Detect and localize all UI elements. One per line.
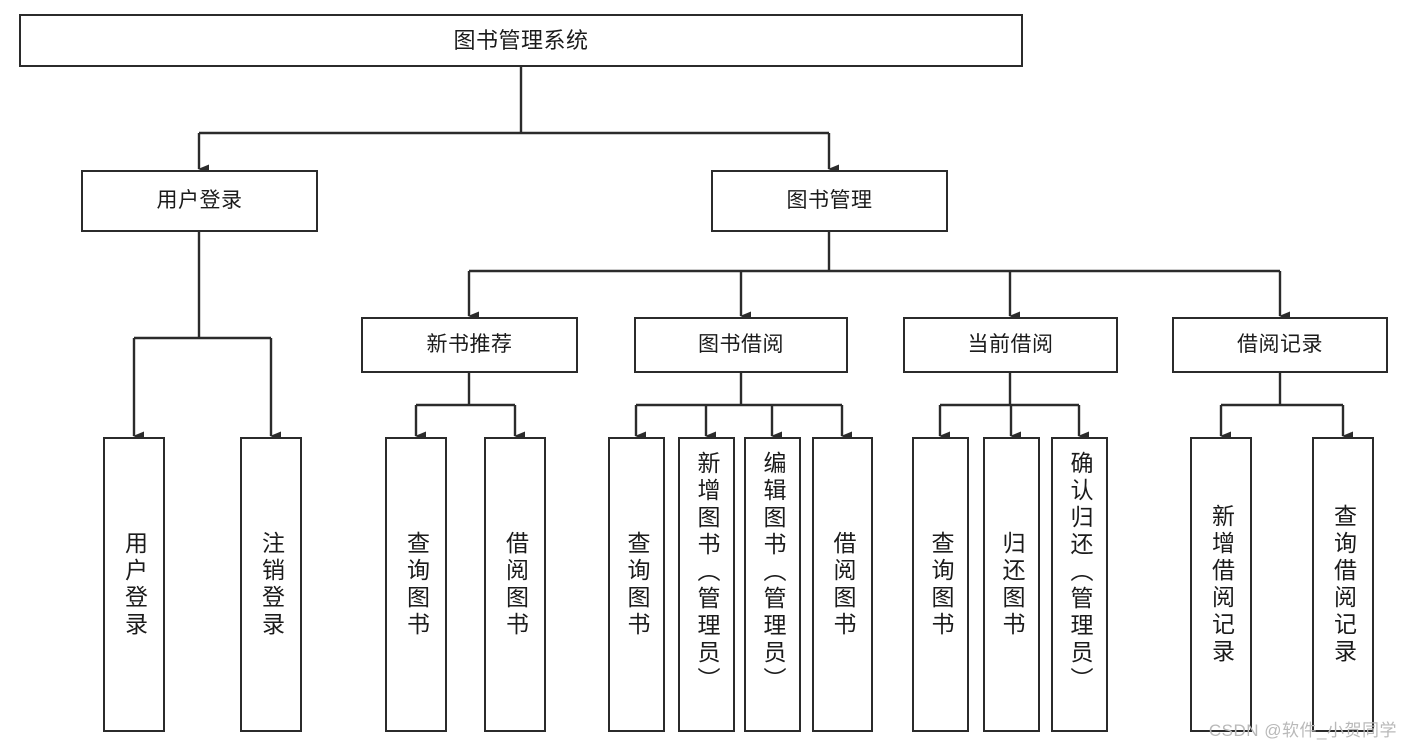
node-new-book-recommend: 新书推荐 [361, 317, 578, 373]
node-leaf-borrow-book-recommend: 借阅图书 [484, 437, 546, 732]
node-label-new-book-recommend: 新书推荐 [426, 332, 513, 356]
node-label-leaf-query-book-borrow: 查询图书 [624, 530, 650, 639]
node-label-root: 图书管理系统 [453, 27, 589, 53]
node-label-leaf-user-login: 用户登录 [121, 530, 148, 639]
node-borrow-record: 借阅记录 [1172, 317, 1388, 373]
node-leaf-user-login: 用户登录 [103, 437, 165, 732]
node-leaf-query-book-recommend: 查询图书 [385, 437, 447, 732]
node-leaf-logout-login: 注销登录 [240, 437, 302, 732]
node-label-book-manage: 图书管理 [786, 188, 873, 212]
node-label-leaf-borrow-book-recommend: 借阅图书 [502, 530, 529, 639]
node-label-user-login: 用户登录 [156, 188, 243, 212]
node-leaf-query-borrow-record: 查询借阅记录 [1312, 437, 1374, 732]
node-label-leaf-query-book-recommend: 查询图书 [403, 530, 430, 639]
node-label-leaf-query-borrow-record: 查询借阅记录 [1330, 503, 1357, 666]
node-label-leaf-return-book: 归还图书 [999, 530, 1025, 639]
node-label-leaf-add-borrow-record: 新增借阅记录 [1208, 503, 1235, 666]
node-leaf-add-borrow-record: 新增借阅记录 [1190, 437, 1252, 732]
node-leaf-query-book-borrow: 查询图书 [608, 437, 665, 732]
node-root: 图书管理系统 [19, 14, 1023, 67]
node-book-manage: 图书管理 [711, 170, 948, 232]
node-leaf-return-book: 归还图书 [983, 437, 1040, 732]
node-user-login: 用户登录 [81, 170, 318, 232]
watermark-label: CSDN @软件_小贺同学 [1208, 721, 1397, 740]
node-label-leaf-borrow-book-borrow: 借阅图书 [830, 530, 856, 639]
node-leaf-confirm-return-admin: 确认归还（管理员） [1051, 437, 1108, 732]
node-label-leaf-query-book-current: 查询图书 [928, 530, 954, 639]
node-leaf-borrow-book-borrow: 借阅图书 [812, 437, 873, 732]
node-leaf-query-book-current: 查询图书 [912, 437, 969, 732]
node-label-borrow-record: 借阅记录 [1237, 332, 1323, 356]
node-label-leaf-edit-book-admin: 编辑图书（管理员） [760, 451, 786, 694]
node-current-borrow: 当前借阅 [903, 317, 1118, 373]
node-label-current-borrow: 当前借阅 [967, 332, 1054, 356]
node-label-leaf-logout-login: 注销登录 [258, 530, 285, 639]
node-label-book-borrow: 图书借阅 [698, 332, 784, 356]
node-leaf-edit-book-admin: 编辑图书（管理员） [744, 437, 801, 732]
node-leaf-add-book-admin: 新增图书（管理员） [678, 437, 735, 732]
tree-connectors [132, 67, 1353, 441]
node-book-borrow: 图书借阅 [634, 317, 848, 373]
node-label-leaf-confirm-return-admin: 确认归还（管理员） [1067, 451, 1093, 694]
node-label-leaf-add-book-admin: 新增图书（管理员） [694, 451, 720, 694]
